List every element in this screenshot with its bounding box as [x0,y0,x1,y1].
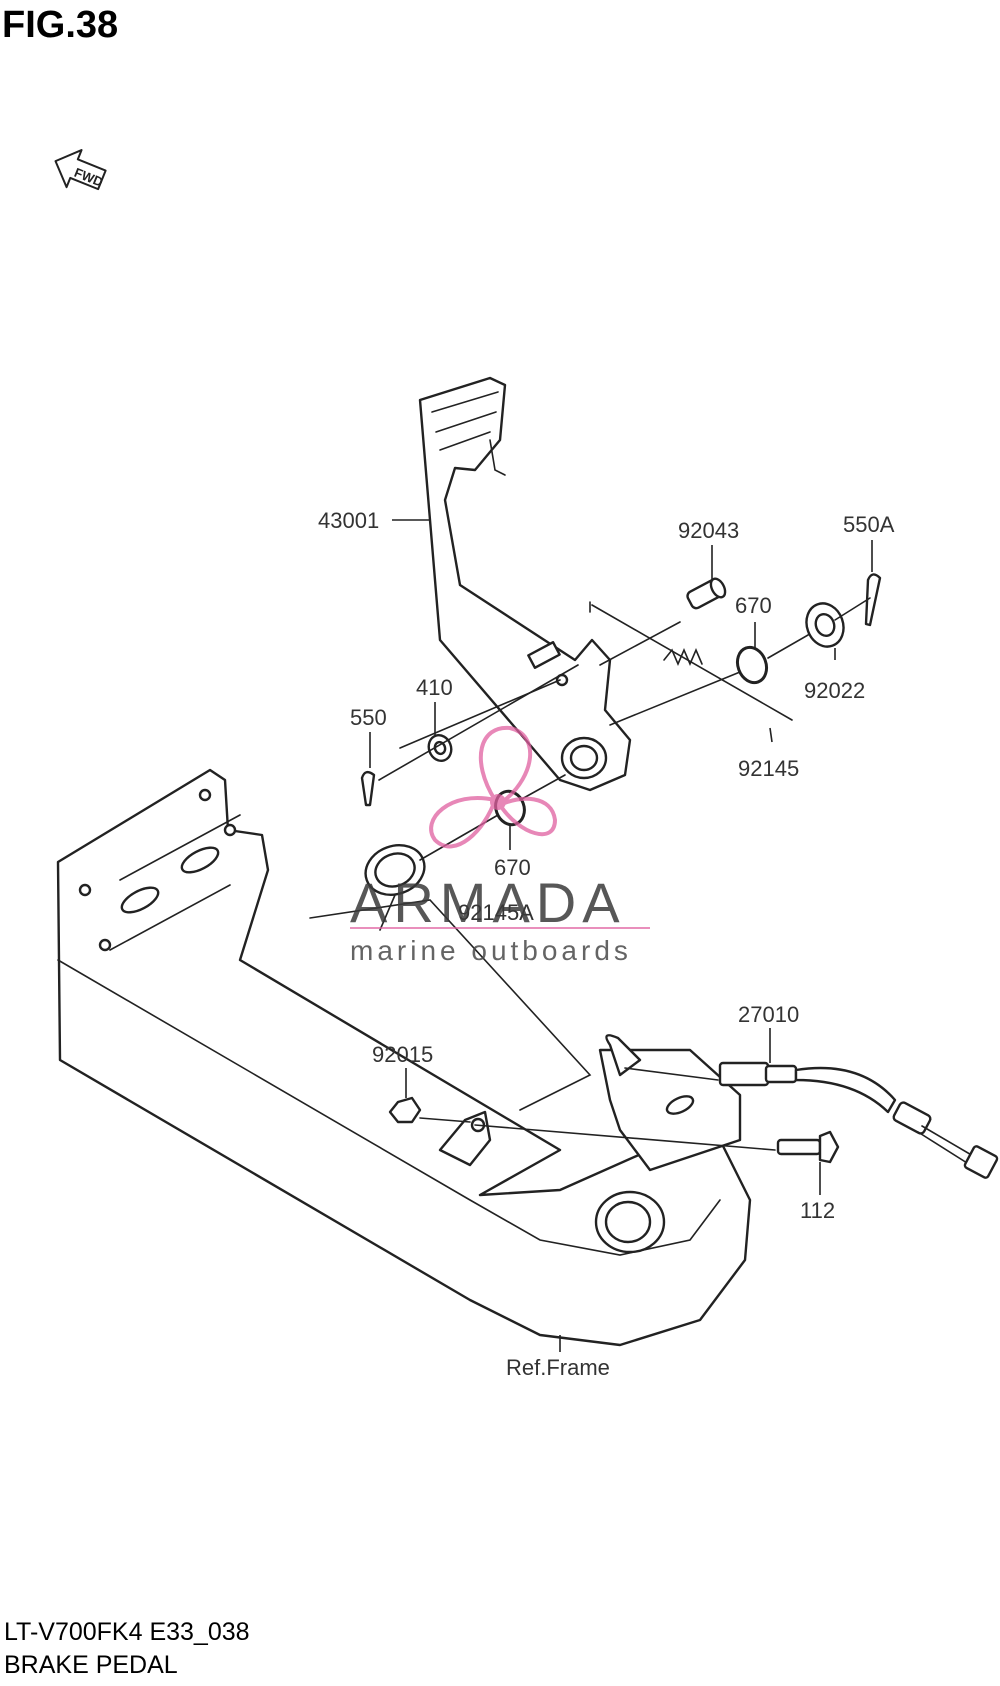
watermark-brand: ARMADA [350,871,626,934]
label-leaders [369,519,873,1352]
washer-92022 [805,602,845,648]
label-27010: 27010 [738,1002,799,1027]
bolt-112 [776,1130,840,1164]
watermark: ARMADA marine outboards [350,725,650,966]
brake-pedal-arm [418,376,632,792]
nut-92015 [388,1096,422,1124]
pin-92043 [686,577,727,610]
cotter-pin-550 [360,770,376,807]
label-92043: 92043 [678,518,739,543]
label-92022: 92022 [804,678,865,703]
watermark-tagline: marine outboards [350,935,632,966]
label-43001: 43001 [318,508,379,533]
washer-410 [427,734,453,762]
label-550a: 550A [843,512,895,537]
label-670-lower: 670 [494,855,531,880]
ref-frame [56,768,752,1347]
label-92145a: 92145A [458,900,534,925]
label-92145: 92145 [738,756,799,781]
assembly-name: BRAKE PEDAL [4,1651,178,1679]
spring-rod-92145 [589,601,793,721]
axis-lines [309,597,871,1151]
oring-670-upper [735,645,769,685]
model-code: LT-V700FK4 E33_038 [4,1618,250,1646]
label-112: 112 [800,1198,835,1223]
figure-title: FIG.38 [2,4,119,46]
label-550: 550 [350,705,387,730]
label-92015: 92015 [372,1042,433,1067]
part-labels: 43001 92043 550A 670 92022 410 550 92145… [318,508,895,1380]
label-670-upper: 670 [735,593,772,618]
propeller-logo-icon [429,725,558,849]
brake-switch-27010 [718,1061,999,1179]
label-ref-frame: Ref.Frame [506,1355,610,1380]
label-410: 410 [416,675,453,700]
return-spring-92145a [364,844,426,931]
cotter-pin-550a [864,573,882,627]
fwd-arrow-icon: FWD [54,149,107,191]
